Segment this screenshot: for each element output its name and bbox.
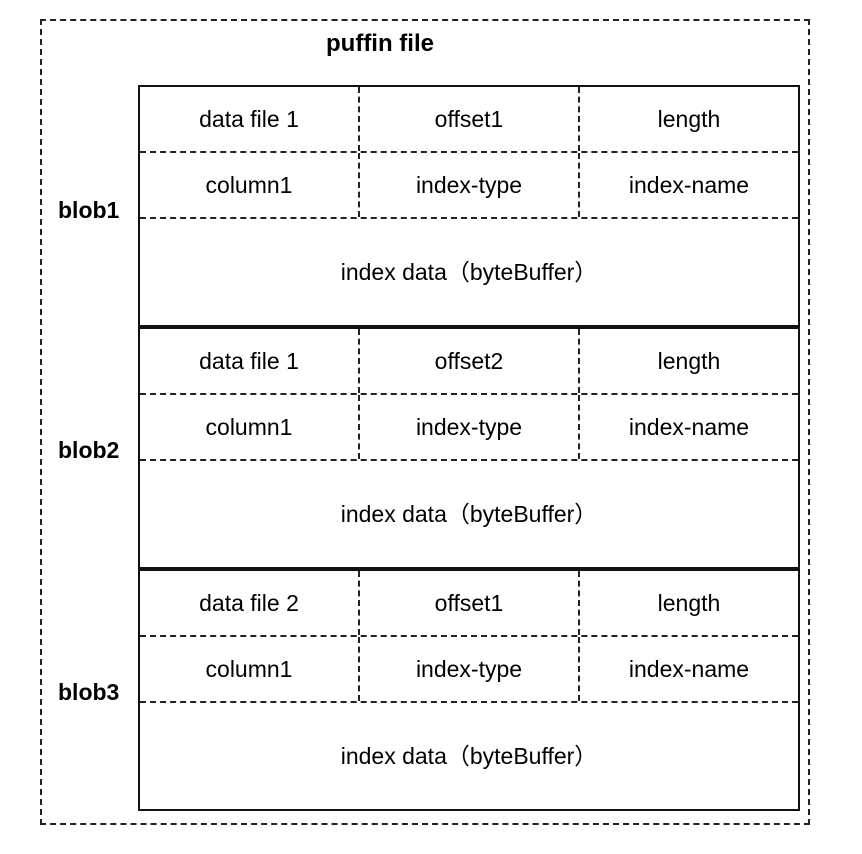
blob1-index-type-cell: index-type (360, 153, 580, 217)
blob1-metadata-row-2: column1 index-type index-name (140, 153, 798, 219)
blob3-length-cell: length (657, 590, 721, 616)
blob2-label: blob2 (58, 437, 120, 463)
blob1-box: data file 1 offset1 length column1 index… (138, 85, 800, 327)
blob2-length-cell: length (657, 348, 721, 374)
blob2-offset-cell: offset2 (360, 329, 580, 393)
blob1-label: blob1 (58, 197, 120, 223)
blob2-metadata-row-1: data file 1 offset2 length (140, 329, 798, 395)
blob2-index-data: index data（byteBuffer） (340, 501, 598, 527)
puffin-file-container (40, 19, 810, 825)
puffin-file-title: puffin file (326, 30, 434, 57)
blob3-offset-cell: offset1 (360, 571, 580, 635)
blob1-metadata-row-1: data file 1 offset1 length (140, 87, 798, 153)
blob3-index-name-cell: index-name (628, 656, 750, 682)
blob2-column-cell: column1 (140, 395, 360, 459)
blob2-metadata-row-2: column1 index-type index-name (140, 395, 798, 461)
blob3-metadata-row-1: data file 2 offset1 length (140, 571, 798, 637)
blob2-index-name-cell: index-name (628, 414, 750, 440)
blob2-index-type-cell: index-type (360, 395, 580, 459)
blob1-data-file-cell: data file 1 (140, 87, 360, 151)
blob1-index-name-cell: index-name (628, 172, 750, 198)
blob3-data-file-cell: data file 2 (140, 571, 360, 635)
blob1-length-cell: length (657, 106, 721, 132)
blob1-column-cell: column1 (140, 153, 360, 217)
blob2-data-file-cell: data file 1 (140, 329, 360, 393)
blob3-box: data file 2 offset1 length column1 index… (138, 569, 800, 811)
blob3-label: blob3 (58, 679, 120, 705)
blob3-index-type-cell: index-type (360, 637, 580, 701)
blob3-metadata-row-2: column1 index-type index-name (140, 637, 798, 703)
blob3-index-data: index data（byteBuffer） (340, 743, 598, 769)
blob3-column-cell: column1 (140, 637, 360, 701)
blob1-offset-cell: offset1 (360, 87, 580, 151)
blob1-index-data: index data（byteBuffer） (340, 259, 598, 285)
blob2-box: data file 1 offset2 length column1 index… (138, 327, 800, 569)
